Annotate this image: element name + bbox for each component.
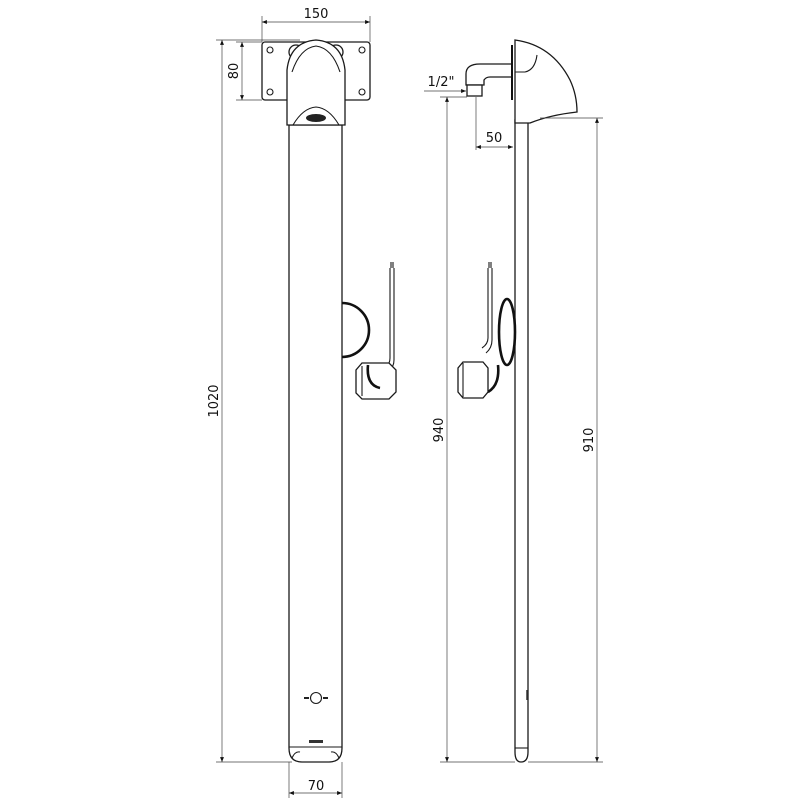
dim-label: 70 [308,779,325,794]
inlet-elbow [465,63,513,86]
dim-label: 1020 [207,384,222,417]
dim-label: 910 [582,428,597,453]
dim-910: 910 [528,117,603,763]
spout-hood-side [514,39,578,124]
dim-label: 80 [227,63,242,80]
dim-half-inch: 1/2" [424,75,466,93]
dim-50: 50 [440,96,513,150]
dim-150: 150 [261,7,371,42]
outlet-nozzle [306,114,326,122]
dim-label: 150 [304,7,329,22]
dim-1020: 1020 [207,39,300,763]
dim-label: 1/2" [428,75,455,90]
hose-front [341,262,397,400]
dim-label: 50 [486,131,503,146]
spout-hood [286,39,346,126]
push-button [304,691,328,743]
dim-70: 70 [288,762,343,798]
dim-940: 940 [432,97,515,763]
side-view: 1/2" 50 940 910 [424,39,603,763]
dim-80: 80 [227,41,262,101]
hose-side [457,262,517,399]
front-view: 150 80 1020 70 [207,7,397,798]
column [288,124,343,763]
column-side [514,119,529,763]
dim-label: 940 [432,418,447,443]
